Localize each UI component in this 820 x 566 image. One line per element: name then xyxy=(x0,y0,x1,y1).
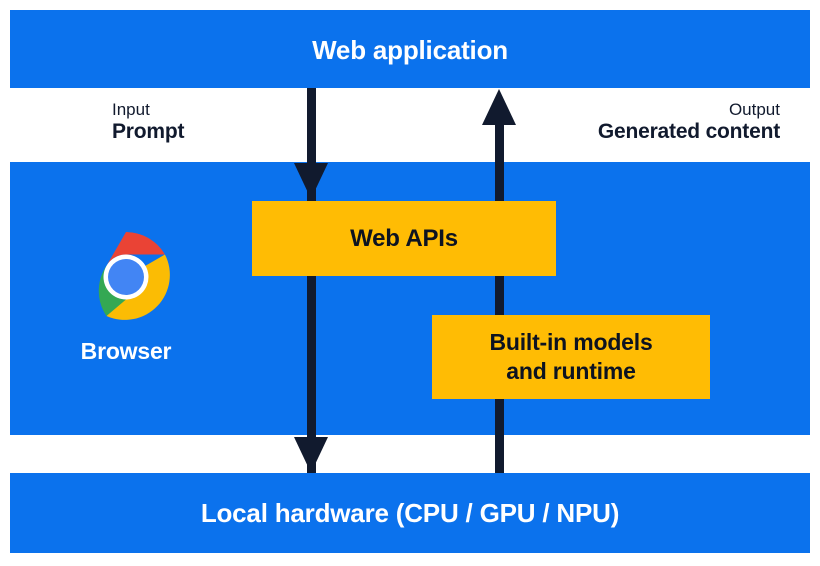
chrome-logo-icon xyxy=(81,232,171,322)
box-builtin-models-line2: and runtime xyxy=(506,358,636,384)
box-builtin-models-text: Built-in models and runtime xyxy=(489,328,652,387)
flow-label-input-kind: Input xyxy=(112,100,150,119)
band-web-application-title: Web application xyxy=(312,35,508,65)
band-browser-label: Browser xyxy=(80,338,172,364)
arrow-up-head-icon xyxy=(482,89,516,125)
arrow-down-icon xyxy=(307,88,316,473)
box-builtin-models[interactable]: Built-in models and runtime xyxy=(432,315,710,399)
arrow-down-head-mid-icon xyxy=(294,163,328,199)
band-local-hardware: Local hardware (CPU / GPU / NPU) xyxy=(10,473,810,553)
box-builtin-models-line1: Built-in models xyxy=(489,328,653,355)
flow-label-input-value: Prompt xyxy=(112,120,185,144)
flow-label-output: Output Generated content xyxy=(598,100,780,145)
box-web-apis[interactable]: Web APIs xyxy=(252,201,556,276)
band-local-hardware-title: Local hardware (CPU / GPU / NPU) xyxy=(200,498,620,528)
box-web-apis-label: Web APIs xyxy=(350,224,458,252)
flow-label-output-kind: Output xyxy=(728,100,780,119)
arrow-down-head-icon xyxy=(294,437,328,473)
flow-label-input: Input Prompt xyxy=(112,100,185,145)
arrow-up-icon xyxy=(495,104,504,473)
band-web-application: Web application xyxy=(10,10,810,88)
flow-label-output-value: Generated content xyxy=(597,120,780,144)
